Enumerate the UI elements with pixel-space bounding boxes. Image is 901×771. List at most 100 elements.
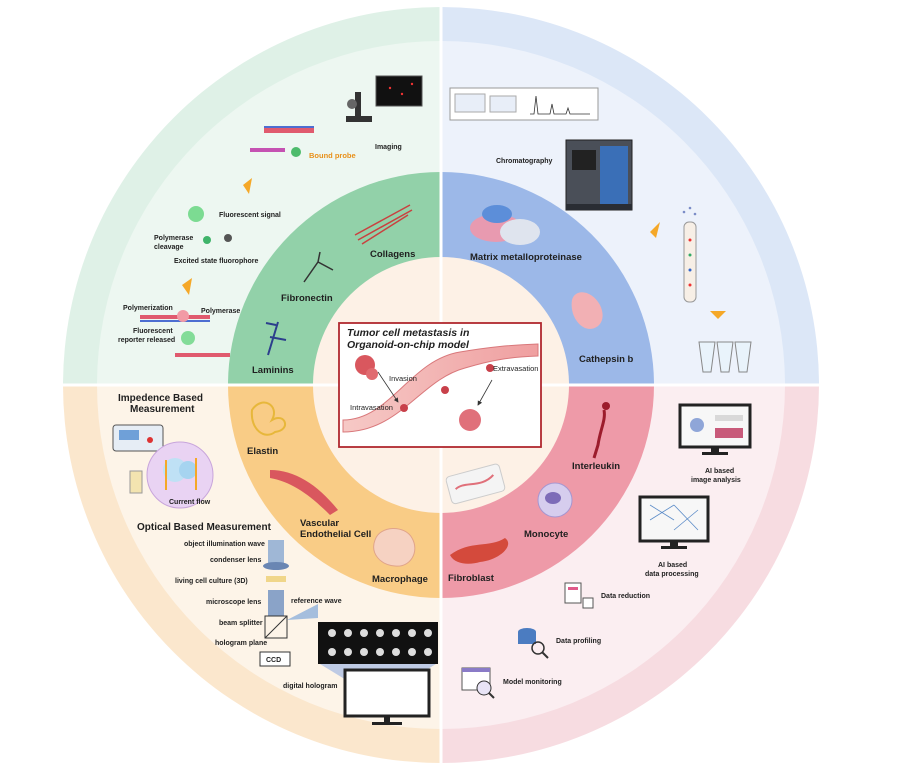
hologram-monitor-icon	[343, 668, 431, 725]
chromatography-label: Chromatography	[496, 158, 553, 165]
hologram-strip-icon	[318, 622, 438, 664]
bound-probe-label: Bound probe	[309, 151, 356, 160]
current-arrow-icon	[165, 458, 197, 490]
data-profiling-label: Data profiling	[556, 638, 601, 645]
model-monitoring-label: Model monitoring	[503, 679, 562, 686]
polymerase-cleavage-line2: cleavage	[154, 244, 184, 251]
tumor-cell-icon	[400, 404, 408, 412]
metastasis-cluster-icon	[459, 409, 481, 431]
data-profiling-icon	[518, 628, 549, 659]
macrophage-group: Macrophage	[372, 528, 428, 585]
laminins-group: Laminins	[252, 321, 294, 376]
fibroblast-cell-icon	[450, 538, 509, 564]
monocyte-label: Monocyte	[524, 529, 568, 540]
collagens-label: Collagens	[370, 249, 415, 260]
excited-state-label: Excited state fluorophore	[174, 258, 259, 265]
interleukin-icon	[592, 409, 606, 459]
impedance-title-line1: Impedence Based	[118, 393, 203, 404]
optical-title: Optical Based Measurement	[137, 522, 272, 533]
fibronectin-group: Fibronectin	[281, 251, 334, 304]
vascular-label-line2: Endothelial Cell	[300, 529, 371, 540]
center-title-line2: Organoid-on-chip model	[347, 339, 470, 351]
polymerization-label: Polymerization	[123, 305, 173, 312]
interleukin-label: Interleukin	[572, 461, 620, 472]
bound-probe-icon	[291, 147, 301, 157]
spheroid-icon	[163, 458, 187, 482]
intravasation-label: Intravasation	[350, 403, 393, 412]
impedance-title-line2: Measurement	[130, 404, 195, 415]
ai-image-monitor-icon	[678, 403, 752, 455]
top-right-panel: Chromatography	[449, 87, 752, 373]
polymerase-icon	[177, 310, 189, 322]
fluorescent-reporter-icon	[181, 331, 195, 345]
imaging-label: Imaging	[375, 144, 402, 151]
fibroblast-label: Fibroblast	[448, 573, 495, 584]
current-flow-label: Current flow	[169, 499, 211, 506]
data-reduction-label: Data reduction	[601, 593, 650, 600]
collagens-group: Collagens	[354, 204, 415, 260]
invasion-label: Invasion	[389, 374, 417, 383]
polymerase-cleavage-line1: Polymerase	[154, 235, 193, 242]
macrophage-label: Macrophage	[372, 574, 428, 585]
ai-image-line1: AI based	[705, 468, 734, 475]
microscope-icon	[346, 92, 372, 122]
flow-arrow-icon-4	[710, 311, 726, 319]
imaging-monitor-icon	[375, 75, 423, 107]
fibroblast-group: Fibroblast	[448, 538, 509, 584]
object-wave-label: object illumination wave	[184, 541, 265, 548]
vascular-group: Vascular Endothelial Cell	[270, 470, 371, 540]
mmp-group: Matrix metalloproteinase	[470, 205, 582, 263]
chromatogram-peaks-icon	[530, 95, 590, 115]
extravasation-arrow	[477, 379, 493, 406]
test-tubes-icon	[698, 341, 752, 373]
fluorescent-signal-label: Fluorescent signal	[219, 212, 281, 219]
data-reduction-icon	[564, 582, 594, 609]
flow-arrow-icon-2	[182, 278, 192, 295]
reporter-line1: Fluorescent	[133, 328, 173, 335]
bottom-right-panel: AI based image analysis AI based data pr…	[461, 403, 752, 699]
fluorophore-icon	[203, 236, 211, 244]
dna-strand-icon	[140, 315, 210, 319]
fibronectin-icon	[303, 251, 334, 283]
flow-arrow-icon-3	[650, 222, 660, 238]
collagen-fiber-icon	[354, 204, 413, 245]
ai-data-line2: data processing	[645, 571, 699, 578]
top-left-panel: Imaging Bound probe Fluorescent signal P…	[118, 75, 423, 357]
ai-image-line2: image analysis	[691, 477, 741, 484]
sample-tube-icon	[683, 221, 697, 303]
cathepsin-protein-icon	[571, 292, 603, 329]
monocyte-group: Monocyte	[524, 482, 573, 540]
polymerase-label: Polymerase	[201, 308, 240, 315]
mmp-label: Matrix metalloproteinase	[470, 252, 582, 263]
interleukin-group: Interleukin	[572, 402, 620, 472]
center-title-line1: Tumor cell metastasis in	[347, 327, 469, 339]
condenser-label: condenser lens	[210, 557, 261, 564]
ccd-box-icon	[259, 651, 291, 667]
reporter-line2: reporter released	[118, 337, 175, 344]
ai-data-monitor-icon	[638, 495, 710, 549]
laminins-label: Laminins	[252, 365, 294, 376]
chromatograph-machine-icon	[565, 139, 633, 211]
model-monitoring-icon	[461, 667, 495, 699]
elastin-label: Elastin	[247, 446, 278, 457]
optical-setup-icon	[263, 540, 318, 639]
macrophage-cell-icon	[373, 528, 416, 567]
flow-arrow-icon	[243, 178, 252, 194]
endothelial-cell-icon	[270, 470, 338, 515]
laminin-icon	[265, 321, 287, 356]
center-panel: Tumor cell metastasis in Organoid-on-chi…	[338, 322, 542, 505]
elastin-fiber-icon	[250, 401, 286, 436]
cathepsin-label: Cathepsin b	[579, 354, 634, 365]
bottom-left-panel: Impedence Based Measurement Current flow…	[112, 393, 438, 725]
fluorescent-signal-icon	[188, 206, 204, 222]
reference-wave-label: reference wave	[291, 598, 342, 605]
scatter-dots-icon	[682, 206, 697, 216]
probe-strand-icon	[264, 128, 314, 133]
ccd-label: CCD	[266, 657, 281, 664]
cell-culture-label: living cell culture (3D)	[175, 578, 248, 585]
ai-data-line1: AI based	[658, 562, 687, 569]
hologram-plane-label: hologram plane	[215, 640, 267, 647]
impedance-meter-icon	[112, 424, 164, 452]
beam-splitter-label: beam splitter	[219, 620, 263, 627]
